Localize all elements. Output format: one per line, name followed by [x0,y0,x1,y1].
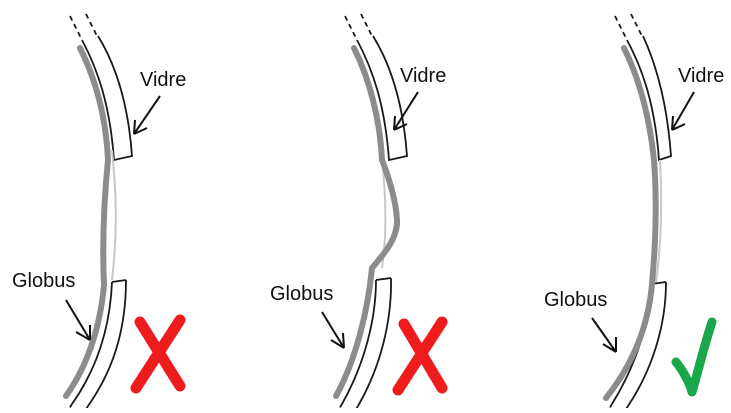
wall-dashed-end [336,404,358,408]
wall-dashed-end [606,404,628,408]
wall-dashed-end [345,14,373,40]
upper-label: Vidre [678,65,724,87]
lower-label-arrow [592,318,616,352]
panel-1: Vidre Globus [12,14,186,408]
wall-dashed-end [66,404,88,408]
lower-label: Globus [12,270,75,292]
wall-dashed-end [70,14,98,40]
cross-icon [136,320,180,388]
upper-label-arrow [134,96,160,134]
lower-label-arrow [66,300,90,340]
lower-wall [72,280,126,406]
wall-dashed-end [615,14,643,40]
lower-label-arrow [322,312,344,348]
lower-label: Globus [270,283,333,305]
retina-membrane [606,48,656,398]
panel-2: Vidre Globus [270,14,446,408]
lower-label: Globus [544,289,607,311]
upper-label: Vidre [140,69,186,91]
thin-membrane [112,150,116,280]
upper-label-arrow [672,92,694,130]
upper-label: Vidre [400,65,446,87]
panel-3: Vidre Globus [544,14,724,408]
checkmark-icon [676,322,712,392]
cross-icon [398,322,442,390]
